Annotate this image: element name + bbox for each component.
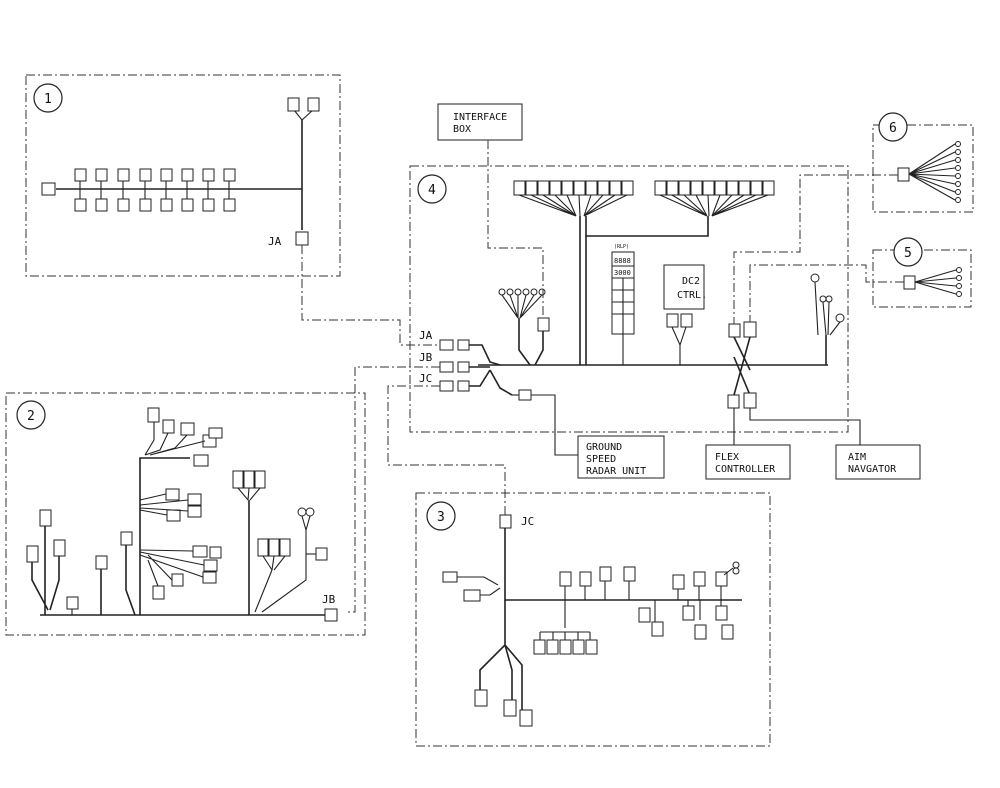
connector-strip-right [654, 180, 775, 217]
interface-box-label-1: INTERFACE [453, 112, 507, 123]
callout-2: 2 [27, 409, 35, 424]
connector-jc [439, 380, 454, 392]
connector-jb [439, 361, 454, 373]
section-6-frame [872, 124, 974, 213]
junction-jc-label: JC [521, 515, 534, 528]
connector [287, 97, 300, 112]
section-3-frame [415, 492, 771, 747]
callout-5: 5 [904, 246, 912, 261]
harness-section-4: 4 JA JB JC [409, 165, 849, 456]
flex-controller-box [705, 444, 791, 480]
section-4-frame [409, 165, 849, 433]
ground-label-2: SPEED [586, 454, 616, 465]
ground-label-3: RADAR UNIT [586, 466, 646, 477]
section-1-frame [25, 74, 341, 277]
section-2-frame [5, 392, 366, 636]
junction-jb-main: JB [419, 351, 433, 364]
junction-ja-label: JA [268, 235, 282, 248]
harness-section-3: 3 JC [415, 492, 771, 747]
junction-jb-label: JB [322, 593, 336, 606]
aim-label-2: NAVGATOR [848, 464, 897, 475]
callout-6: 6 [889, 121, 897, 136]
ground-speed-radar-box [577, 435, 665, 479]
junction-jc-main: JC [419, 372, 432, 385]
connector-ja [439, 339, 454, 351]
harness-section-6: 6 [872, 112, 974, 213]
fuse-cluster [498, 288, 550, 366]
interface-box-label-2: BOX [453, 124, 471, 135]
dc2-ctrl-box [663, 264, 705, 310]
section-5-frame [872, 249, 972, 308]
ground-label-1: GROUND [586, 442, 622, 453]
harness-section-2: 2 JB [5, 392, 366, 636]
branch-connectors-bottom [74, 189, 236, 212]
callout-4-circle [417, 174, 447, 204]
junction-ja-main: JA [419, 329, 433, 342]
flex-label-1: FLEX [715, 452, 739, 463]
connector [41, 182, 56, 196]
aim-label-1: AIM [848, 452, 866, 463]
flex-label-2: CONTROLLER [715, 464, 776, 475]
interface-box [437, 103, 523, 141]
callout-3: 3 [437, 510, 445, 525]
callout-1-circle [33, 83, 63, 113]
dc2-label-2: CTRL. [677, 290, 707, 301]
connector [295, 231, 309, 246]
branch-connectors-top [74, 168, 236, 189]
harness-section-5: 5 [872, 237, 972, 308]
connector-strip-left [513, 180, 634, 217]
display-top: 8888 [614, 257, 631, 265]
aim-navigator-box [835, 444, 921, 480]
callout-4: 4 [428, 183, 436, 198]
rlp-module: (RLP) 8888 3000 [611, 244, 635, 365]
rlp-label: (RLP) [614, 244, 629, 250]
harness-section-1: 1 JA [25, 74, 341, 277]
dc2-label-1: DC2 [682, 276, 700, 287]
display-mid: 3000 [614, 269, 631, 277]
connector [307, 97, 320, 112]
callout-1: 1 [44, 92, 52, 107]
